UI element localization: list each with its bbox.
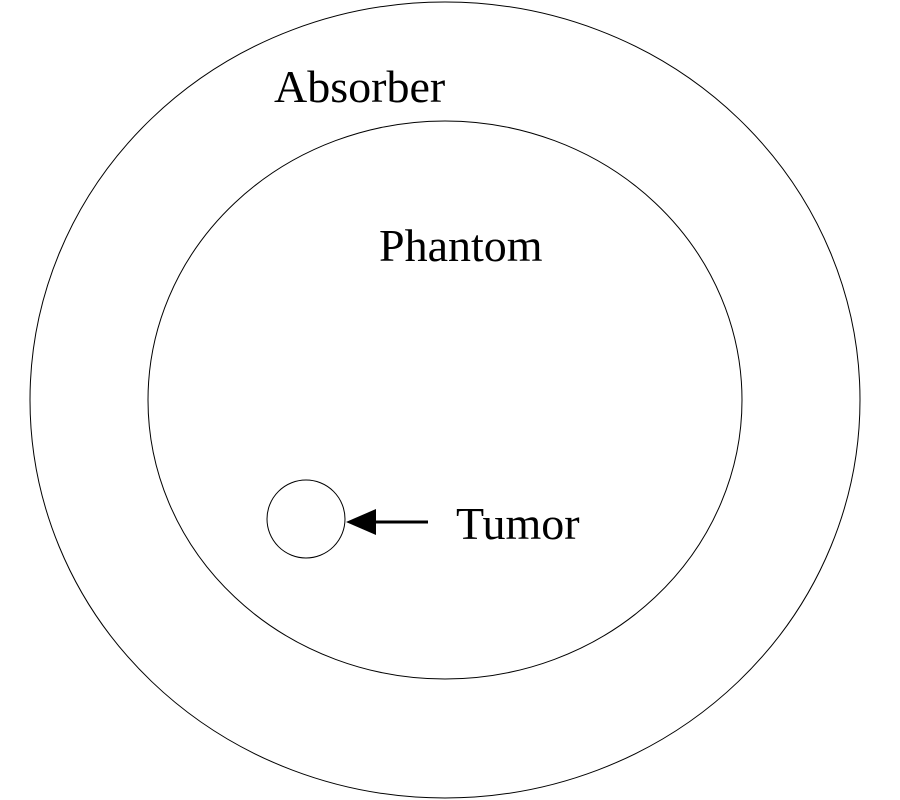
phantom-ellipse: [147, 120, 743, 680]
phantom-label: Phantom: [379, 220, 543, 271]
absorber-ellipse: [29, 1, 861, 799]
tumor-label: Tumor: [456, 498, 580, 549]
tumor-circle: [266, 479, 346, 559]
tumor-arrow-head: [346, 509, 376, 535]
absorber-label: Absorber: [274, 61, 445, 112]
